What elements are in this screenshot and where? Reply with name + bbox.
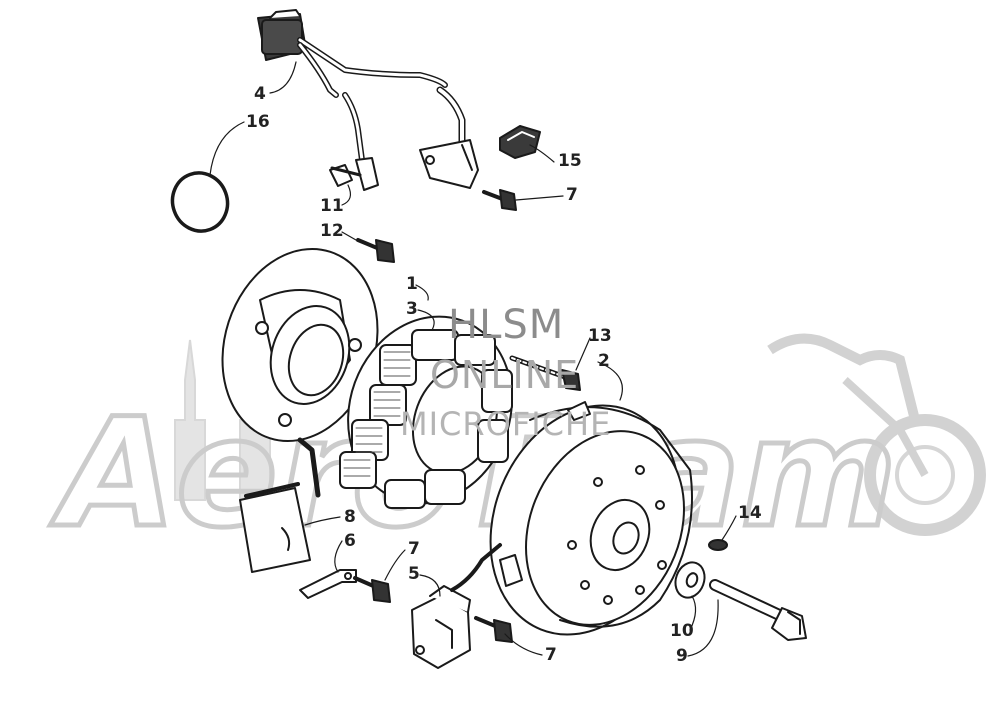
screw-part-13 — [509, 355, 581, 391]
bolt-part-11 — [329, 164, 362, 187]
callout-12: 12 — [320, 221, 344, 241]
callout-14: 14 — [738, 503, 762, 523]
bolt-part-9 — [709, 579, 807, 641]
grommet-part-15 — [499, 125, 541, 159]
callout-2: 2 — [598, 351, 610, 371]
sensor-part-5 — [411, 543, 502, 669]
callout-15: 15 — [558, 151, 582, 171]
bolt-part-12 — [356, 238, 395, 263]
terminal-bracket — [419, 139, 479, 189]
callout-5: 5 — [408, 564, 420, 584]
connector-part-4 — [257, 9, 466, 191]
stator-plate — [221, 247, 379, 498]
clamp-part-16 — [170, 171, 230, 233]
watermark-line3: MICROFICHE — [400, 405, 612, 443]
callout-1: 1 — [406, 274, 418, 294]
callout-13: 13 — [588, 326, 612, 346]
callout-4: 4 — [254, 84, 266, 104]
callout-9: 9 — [676, 646, 688, 666]
bolt-part-7-middle — [353, 576, 391, 603]
callout-10: 10 — [670, 621, 694, 641]
flywheel — [489, 401, 693, 636]
watermark-line1: HLSM — [448, 302, 565, 348]
cover-part-8 — [239, 482, 311, 573]
leader-lines — [209, 61, 737, 657]
bolt-part-7-top — [482, 189, 517, 211]
callout-6: 6 — [344, 531, 356, 551]
callout-3: 3 — [406, 299, 418, 319]
stator-coils — [339, 315, 513, 509]
callout-7-bottom: 7 — [545, 645, 557, 665]
callout-7-middle: 7 — [408, 539, 420, 559]
key-part-14 — [708, 539, 728, 551]
callout-16: 16 — [246, 112, 270, 132]
watermark-line2: ONLINE — [430, 353, 580, 397]
callout-7-top: 7 — [566, 185, 578, 205]
bolt-part-7-bottom — [474, 616, 513, 643]
washer-part-10 — [674, 561, 706, 599]
callout-11: 11 — [320, 196, 344, 216]
bracket-part-6 — [299, 569, 357, 599]
callout-8: 8 — [344, 507, 356, 527]
